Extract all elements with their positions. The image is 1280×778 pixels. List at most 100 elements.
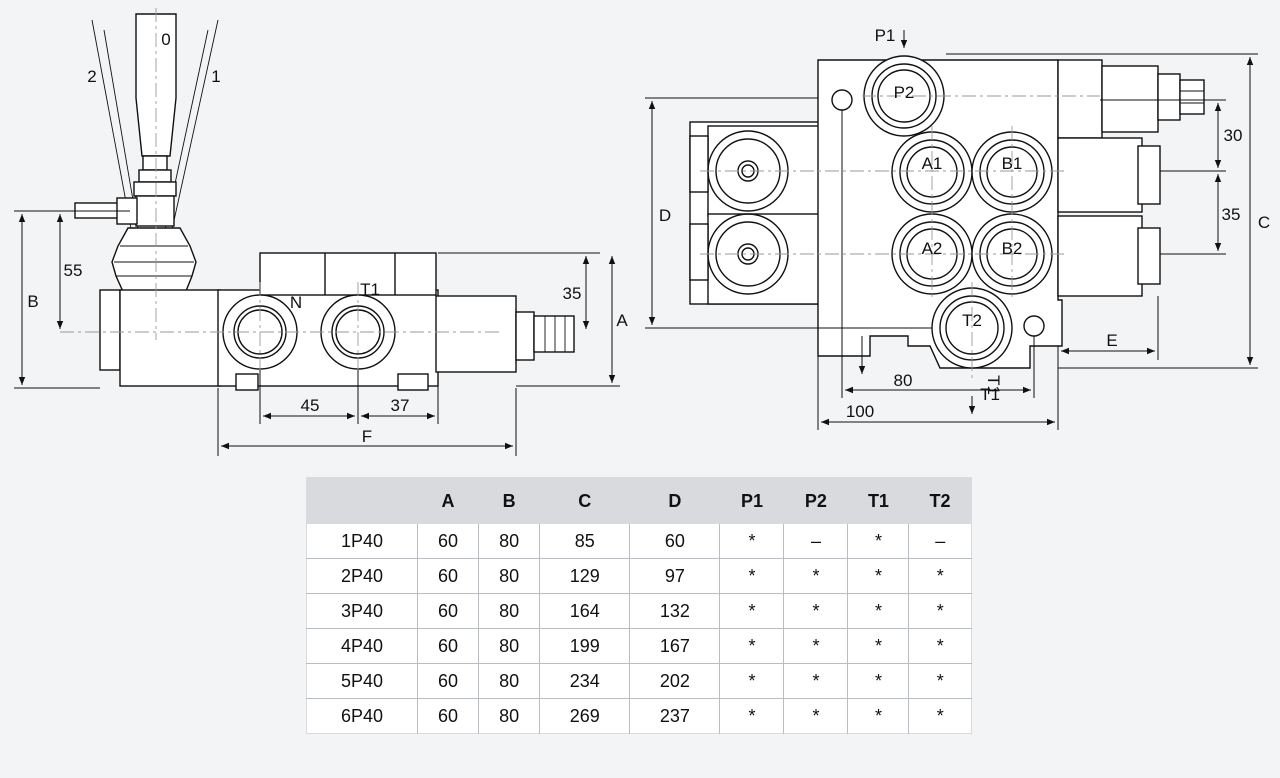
table-cell: 164 [539,593,631,629]
port-label-t1-bottom: T1 [980,385,1000,404]
table-cell: 5P40 [306,663,418,699]
table-cell: * [847,698,910,734]
table-cell: 2P40 [306,558,418,594]
table-cell: * [908,593,972,629]
table-cell: 80 [478,593,541,629]
table-cell: 80 [478,628,541,664]
table-cell: 80 [478,698,541,734]
table-header-row: A B C D P1 P2 T1 T2 [306,477,972,524]
table-cell: * [908,698,972,734]
port-label-a2: A2 [922,239,943,258]
table-cell: * [719,663,785,699]
port-label-a1: A1 [922,154,943,173]
port-label-b2: B2 [1002,239,1023,258]
table-header-cell: T2 [908,477,972,524]
dim-letter-c: C [1258,213,1270,232]
dim-80: 80 [894,371,913,390]
port-label-t1: T1 [360,280,380,299]
port-label-p2: P2 [894,83,915,102]
dim-letter-f: F [362,427,372,446]
table-cell: 80 [478,558,541,594]
table-cell: 1P40 [306,524,418,559]
table-cell: * [847,558,910,594]
table-cell: 167 [629,628,721,664]
table-row: 6P40 60 80 269 237 * * * * [306,698,972,734]
dim-35-front: 35 [1222,205,1241,224]
table-cell: * [908,663,972,699]
table-cell: 80 [478,663,541,699]
technical-drawing: 2 0 1 N T1 B 55 35 A 45 37 F [14,8,1270,456]
table-cell: * [719,524,785,559]
table-row: 4P40 60 80 199 167 * * * * [306,628,972,664]
table-cell: 60 [629,524,721,559]
dim-55: 55 [64,261,83,280]
front-view: P1 P2 A1 B1 A2 B2 T2 T1 T1 D C 30 35 E [645,26,1270,430]
table-cell: 60 [417,558,480,594]
table-cell: * [847,663,910,699]
table-header-cell [306,477,418,524]
table-header-cell: A [417,477,479,524]
table-cell: * [908,628,972,664]
table-cell: * [719,558,785,594]
port-label-b1: B1 [1002,154,1023,173]
port-label-p1: P1 [875,26,896,45]
table-cell: 60 [417,628,480,664]
table-cell: * [847,524,910,559]
table-cell: * [847,628,910,664]
table-row: 1P40 60 80 85 60 * – * – [306,524,972,559]
table-cell: * [783,593,849,629]
table-cell: 132 [629,593,721,629]
table-cell: * [783,663,849,699]
table-cell: * [719,698,785,734]
table-row: 2P40 60 80 129 97 * * * * [306,558,972,594]
table-header-cell: P1 [719,477,784,524]
table-cell: 269 [539,698,631,734]
table-cell: 234 [539,663,631,699]
table-cell: * [783,558,849,594]
table-cell: 60 [417,663,480,699]
table-header-cell: D [629,477,720,524]
dim-30: 30 [1224,126,1243,145]
table-cell: 202 [629,663,721,699]
table-cell: * [719,593,785,629]
port-label-n: N [290,293,302,312]
table-cell: 199 [539,628,631,664]
dim-45: 45 [301,396,320,415]
table-cell: * [783,628,849,664]
table-row: 3P40 60 80 164 132 * * * * [306,593,972,629]
side-view: 2 0 1 N T1 B 55 35 A 45 37 F [14,8,628,456]
dim-37: 37 [391,396,410,415]
table-cell: 85 [539,524,631,559]
table-cell: 3P40 [306,593,418,629]
dim-35-side: 35 [563,284,582,303]
dim-letter-b: B [27,292,38,311]
table-row: 5P40 60 80 234 202 * * * * [306,663,972,699]
table-cell: * [908,558,972,594]
table-header-cell: B [478,477,540,524]
table-cell: 60 [417,698,480,734]
table-cell: 6P40 [306,698,418,734]
table-cell: * [719,628,785,664]
table-header-cell: C [539,477,630,524]
table-cell: – [908,524,972,559]
dim-letter-d: D [659,206,671,225]
table-cell: 60 [417,524,480,559]
position-label-0: 0 [161,30,170,49]
table-cell: 129 [539,558,631,594]
table-header-cell: P2 [783,477,848,524]
position-label-2: 2 [87,67,96,86]
table-cell: – [783,524,849,559]
table-cell: * [847,593,910,629]
dim-letter-e: E [1106,331,1117,350]
table-cell: 4P40 [306,628,418,664]
dim-100: 100 [846,402,874,421]
position-label-1: 1 [211,67,220,86]
table-cell: 237 [629,698,721,734]
dimensions-table: A B C D P1 P2 T1 T2 1P40 60 80 85 60 * –… [306,477,972,734]
table-cell: 97 [629,558,721,594]
table-cell: * [783,698,849,734]
table-cell: 60 [417,593,480,629]
dim-letter-a: A [616,311,628,330]
table-cell: 80 [478,524,541,559]
port-label-t2: T2 [962,311,982,330]
